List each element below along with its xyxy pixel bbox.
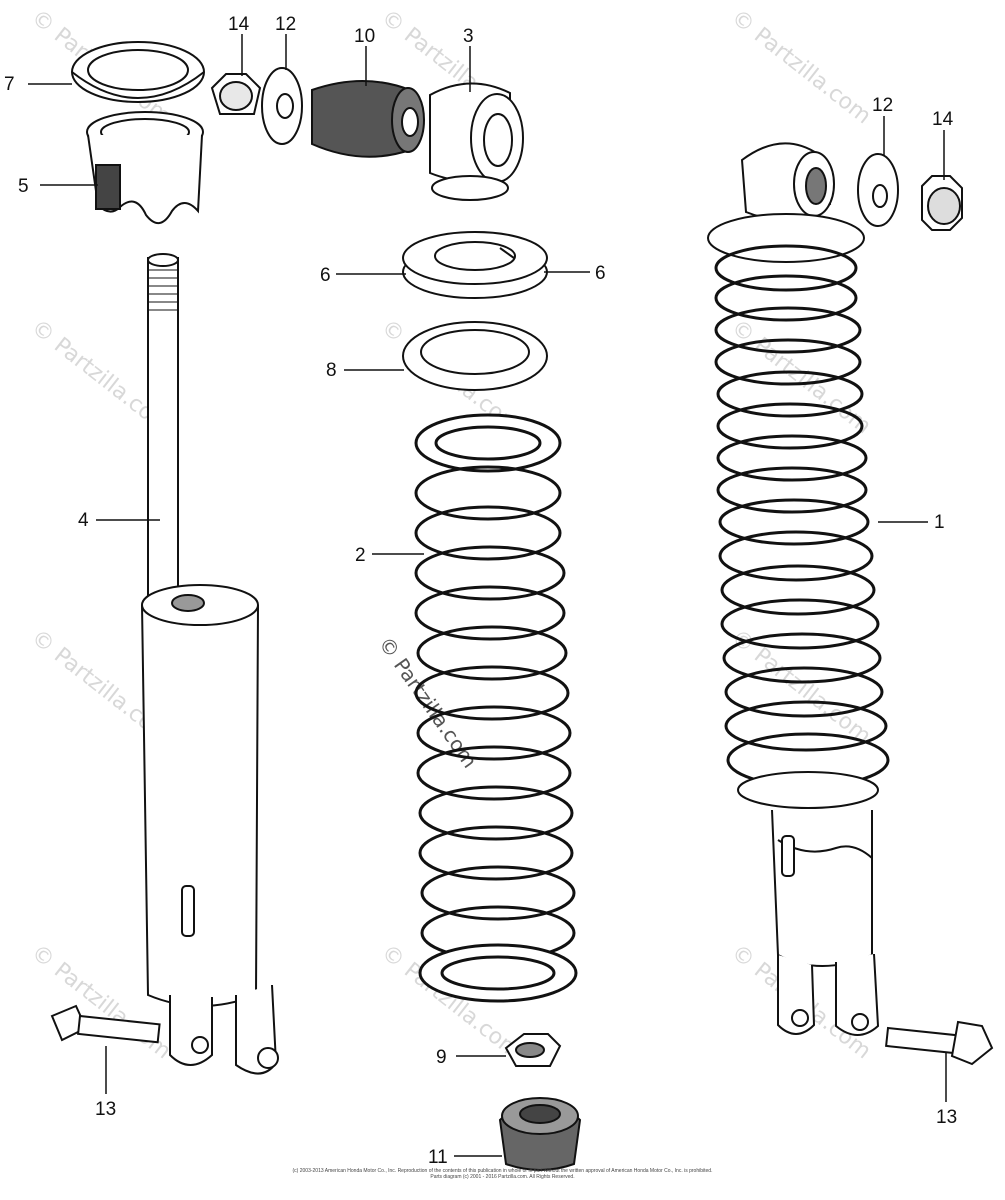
callout-1: 1 [934, 512, 945, 533]
callout-4: 4 [78, 510, 89, 531]
copyright-line: Parts diagram (c) 2001 - 2016 Partzilla.… [430, 1174, 575, 1180]
washer-hole [276, 93, 294, 119]
part-4-damper [141, 253, 279, 1075]
copyright-footer: (c) 2003-2013 American Honda Motor Co., … [0, 1168, 1005, 1180]
callout-13-left: 13 [95, 1099, 116, 1120]
part-8-seat-washer [402, 321, 548, 391]
part-5-cover [86, 111, 204, 224]
part-9-nut [504, 1033, 562, 1067]
callout-6-right: 6 [595, 263, 606, 284]
callout-12: 12 [275, 14, 296, 35]
part-10-bushing [311, 80, 425, 158]
part-6-split-collar [402, 231, 548, 299]
part-3-upper-eye [429, 82, 524, 201]
callout-12-right: 12 [872, 95, 893, 116]
callout-14-right: 14 [932, 109, 954, 130]
part-2-spring [414, 413, 578, 1003]
part-13-bolt-right [885, 1020, 994, 1066]
callout-2: 2 [355, 545, 366, 566]
callout-8: 8 [326, 360, 337, 381]
callout-14: 14 [228, 14, 250, 35]
part-14-cap-nut-right [921, 175, 963, 231]
callout-11: 11 [428, 1147, 448, 1168]
callout-13-right: 13 [936, 1107, 957, 1128]
callout-6-left: 6 [320, 265, 331, 286]
copyright-line: (c) 2003-2013 American Honda Motor Co., … [292, 1168, 713, 1174]
watermark-center: © Partzilla.com [374, 632, 482, 772]
part-11-stopper [498, 1097, 582, 1171]
callout-5: 5 [18, 176, 29, 197]
callouts: 7 5 14 12 10 3 6 6 8 4 2 1 12 14 9 11 13… [4, 14, 957, 1168]
callout-3: 3 [463, 26, 474, 47]
part-7-spring-seat [71, 41, 205, 103]
washer-hole [872, 184, 888, 208]
callout-10: 10 [354, 26, 375, 47]
part-1-shock-assembly [707, 142, 890, 1036]
watermark: © Partzilla.com [726, 625, 875, 749]
callout-7: 7 [4, 74, 15, 95]
callout-9: 9 [436, 1047, 447, 1068]
part-14-cap-nut-left [210, 73, 262, 115]
watermark: © Partzilla.com [726, 5, 875, 129]
leader-lines [28, 34, 947, 1157]
part-13-bolt-left [50, 1004, 161, 1044]
